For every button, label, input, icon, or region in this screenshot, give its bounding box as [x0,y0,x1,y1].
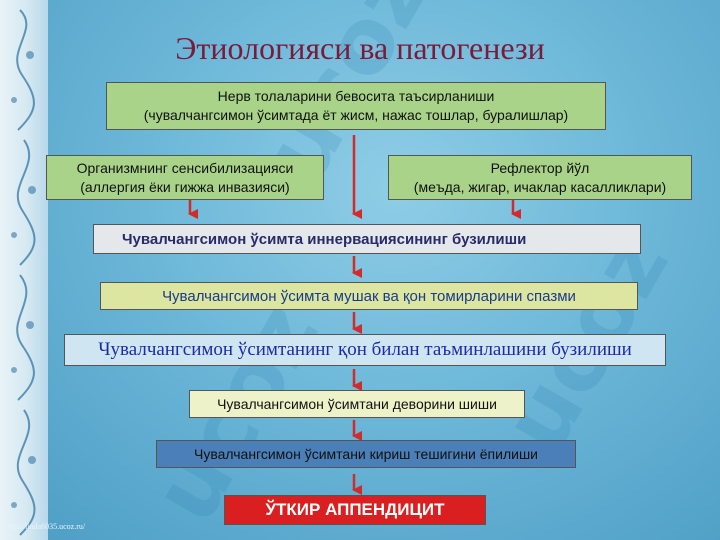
cause-box-nerve-line1: Нерв толаларини бевосита таъсирланиши [217,88,495,104]
step-entrance-closure-label: Чувалчангсимон ўсимтани кириш тешигини ё… [193,446,538,462]
cause-box-nerve-line2: (чувалчангсимон ўсимтада ёт жисм, нажас … [143,107,569,123]
cause-box-sensitization-line2: (аллергия ёки гижжа инвазияси) [80,178,290,195]
slide-title: Этиологияси ва патогенези [175,30,545,66]
step-spasm: Чувалчангсимон ўсимта мушак ва қон томир… [100,282,638,310]
step-wall-edema-label: Чувалчангсимон ўсимтани деворини шиши [217,396,497,412]
result-acute-appendicitis: ЎТКИР АППЕНДИЦИТ [224,495,486,525]
cause-box-sensitization: Организмнинг сенсибилизацияси (аллергия … [46,155,324,200]
step-innervation-label: Чувалчангсимон ўсимта иннервациясининг б… [122,230,527,248]
ornamental-border [0,0,48,540]
step-spasm-label: Чувалчангсимон ўсимта мушак ва қон томир… [162,287,576,305]
step-wall-edema: Чувалчангсимон ўсимтани деворини шиши [189,390,525,418]
step-blood-supply-label: Чувалчангсимон ўсимтанинг қон билан таъм… [98,339,632,360]
footer-url: http://linda6035.ucoz.ru/ [6,522,86,531]
cause-box-reflex: Рефлектор йўл (меъда, жигар, ичаклар кас… [388,155,692,200]
cause-box-sensitization-line1: Организмнинг сенсибилизацияси [76,159,294,176]
step-blood-supply: Чувалчангсимон ўсимтанинг қон билан таъм… [64,334,666,366]
step-innervation: Чувалчангсимон ўсимта иннервациясининг б… [93,224,641,254]
step-entrance-closure: Чувалчангсимон ўсимтани кириш тешигини ё… [156,440,576,468]
cause-box-reflex-line1: Рефлектор йўл [490,159,590,176]
cause-box-reflex-line2: (меъда, жигар, ичаклар касалликлари) [413,178,667,195]
cause-box-nerve: Нерв толаларини бевосита таъсирланиши (ч… [106,82,606,130]
result-label: ЎТКИР АППЕНДИЦИТ [265,500,445,519]
